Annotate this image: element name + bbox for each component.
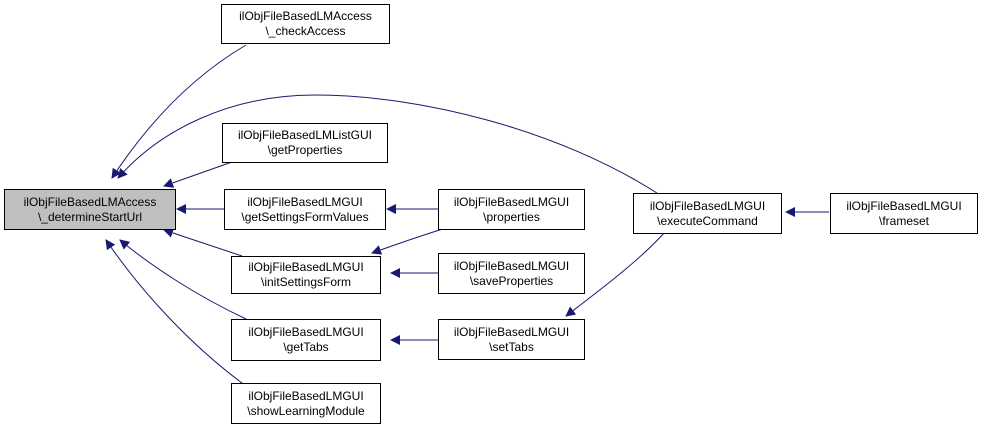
node-show-learning-module-class: ilObjFileBasedLMGUI (248, 388, 364, 403)
edge-check-access-to-determine-start-url (111, 44, 247, 179)
node-execute-command-class: ilObjFileBasedLMGUI (649, 198, 766, 213)
edge-list-get-properties-to-determine-start-url (163, 161, 233, 188)
node-check-access-method: \_checkAccess (265, 24, 346, 38)
node-show-learning-module-method: \showLearningModule (247, 403, 365, 418)
node-frameset[interactable]: ilObjFileBasedLMGUI \frameset (830, 193, 978, 234)
node-properties[interactable]: ilObjFileBasedLMGUI \properties (438, 189, 585, 230)
node-list-get-properties-class: ilObjFileBasedLMListGUI (237, 128, 373, 142)
node-check-access[interactable]: ilObjFileBasedLMAccess \_checkAccess (221, 4, 390, 44)
node-execute-command[interactable]: ilObjFileBasedLMGUI \executeCommand (633, 193, 782, 234)
node-list-get-properties-method: \getProperties (267, 143, 343, 157)
edge-show-learning-module-to-determine-start-url (105, 239, 247, 387)
node-save-properties-method: \saveProperties (469, 273, 554, 288)
node-save-properties-class: ilObjFileBasedLMGUI (453, 258, 570, 273)
node-frameset-class: ilObjFileBasedLMGUI (846, 198, 962, 213)
node-init-settings-form-class: ilObjFileBasedLMGUI (248, 260, 364, 274)
node-set-tabs-class: ilObjFileBasedLMGUI (453, 324, 570, 339)
node-properties-method: \properties (483, 209, 540, 224)
node-get-tabs[interactable]: ilObjFileBasedLMGUI \getTabs (231, 319, 381, 361)
edge-init-settings-form-to-determine-start-url (163, 228, 243, 257)
node-get-settings-form-values[interactable]: ilObjFileBasedLMGUI \getSettingsFormValu… (224, 189, 386, 230)
node-save-properties[interactable]: ilObjFileBasedLMGUI \saveProperties (438, 253, 585, 294)
node-init-settings-form-method: \initSettingsForm (260, 275, 352, 289)
node-get-tabs-method: \getTabs (283, 340, 329, 354)
edge-execute-command-to-set-tabs (565, 231, 666, 317)
node-get-tabs-class: ilObjFileBasedLMGUI (248, 325, 364, 339)
node-check-access-class: ilObjFileBasedLMAccess (239, 9, 372, 23)
node-determine-start-url-method: \_determineStartUrl (37, 209, 143, 224)
edge-execute-command-to-determine-start-url (117, 94, 661, 196)
node-list-get-properties[interactable]: ilObjFileBasedLMListGUI \getProperties (222, 123, 388, 163)
node-execute-command-method: \executeCommand (657, 213, 758, 228)
node-properties-class: ilObjFileBasedLMGUI (453, 194, 570, 209)
node-get-settings-form-values-method: \getSettingsFormValues (241, 209, 369, 224)
node-set-tabs[interactable]: ilObjFileBasedLMGUI \setTabs (438, 319, 585, 360)
edge-get-tabs-to-determine-start-url (119, 239, 247, 320)
node-init-settings-form[interactable]: ilObjFileBasedLMGUI \initSettingsForm (231, 256, 381, 294)
node-set-tabs-method: \setTabs (489, 339, 534, 354)
node-frameset-method: \frameset (878, 213, 929, 228)
node-determine-start-url-class: ilObjFileBasedLMAccess (23, 194, 157, 209)
node-determine-start-url: ilObjFileBasedLMAccess \_determineStartU… (4, 189, 176, 230)
node-show-learning-module[interactable]: ilObjFileBasedLMGUI \showLearningModule (231, 383, 381, 424)
edge-properties-to-init-settings-form (371, 227, 447, 255)
node-get-settings-form-values-class: ilObjFileBasedLMGUI (247, 194, 363, 209)
